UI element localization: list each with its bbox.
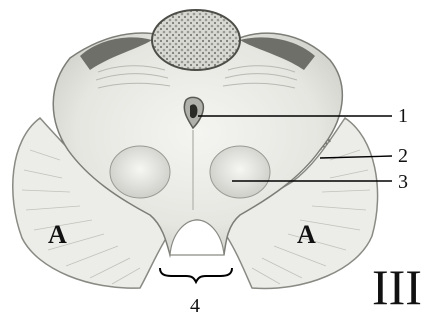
callout-4: 4 [190, 295, 200, 317]
callout-1: 1 [398, 105, 408, 127]
left-round-nucleus [110, 146, 170, 198]
figure-number: III [372, 259, 422, 315]
callout-2: 2 [398, 145, 408, 167]
region-label-left: A [48, 220, 67, 249]
callout-3: 3 [398, 171, 408, 193]
brace-4 [160, 268, 232, 282]
top-nucleus [152, 10, 240, 70]
right-round-nucleus [210, 146, 270, 198]
region-label-right: A [297, 220, 316, 249]
